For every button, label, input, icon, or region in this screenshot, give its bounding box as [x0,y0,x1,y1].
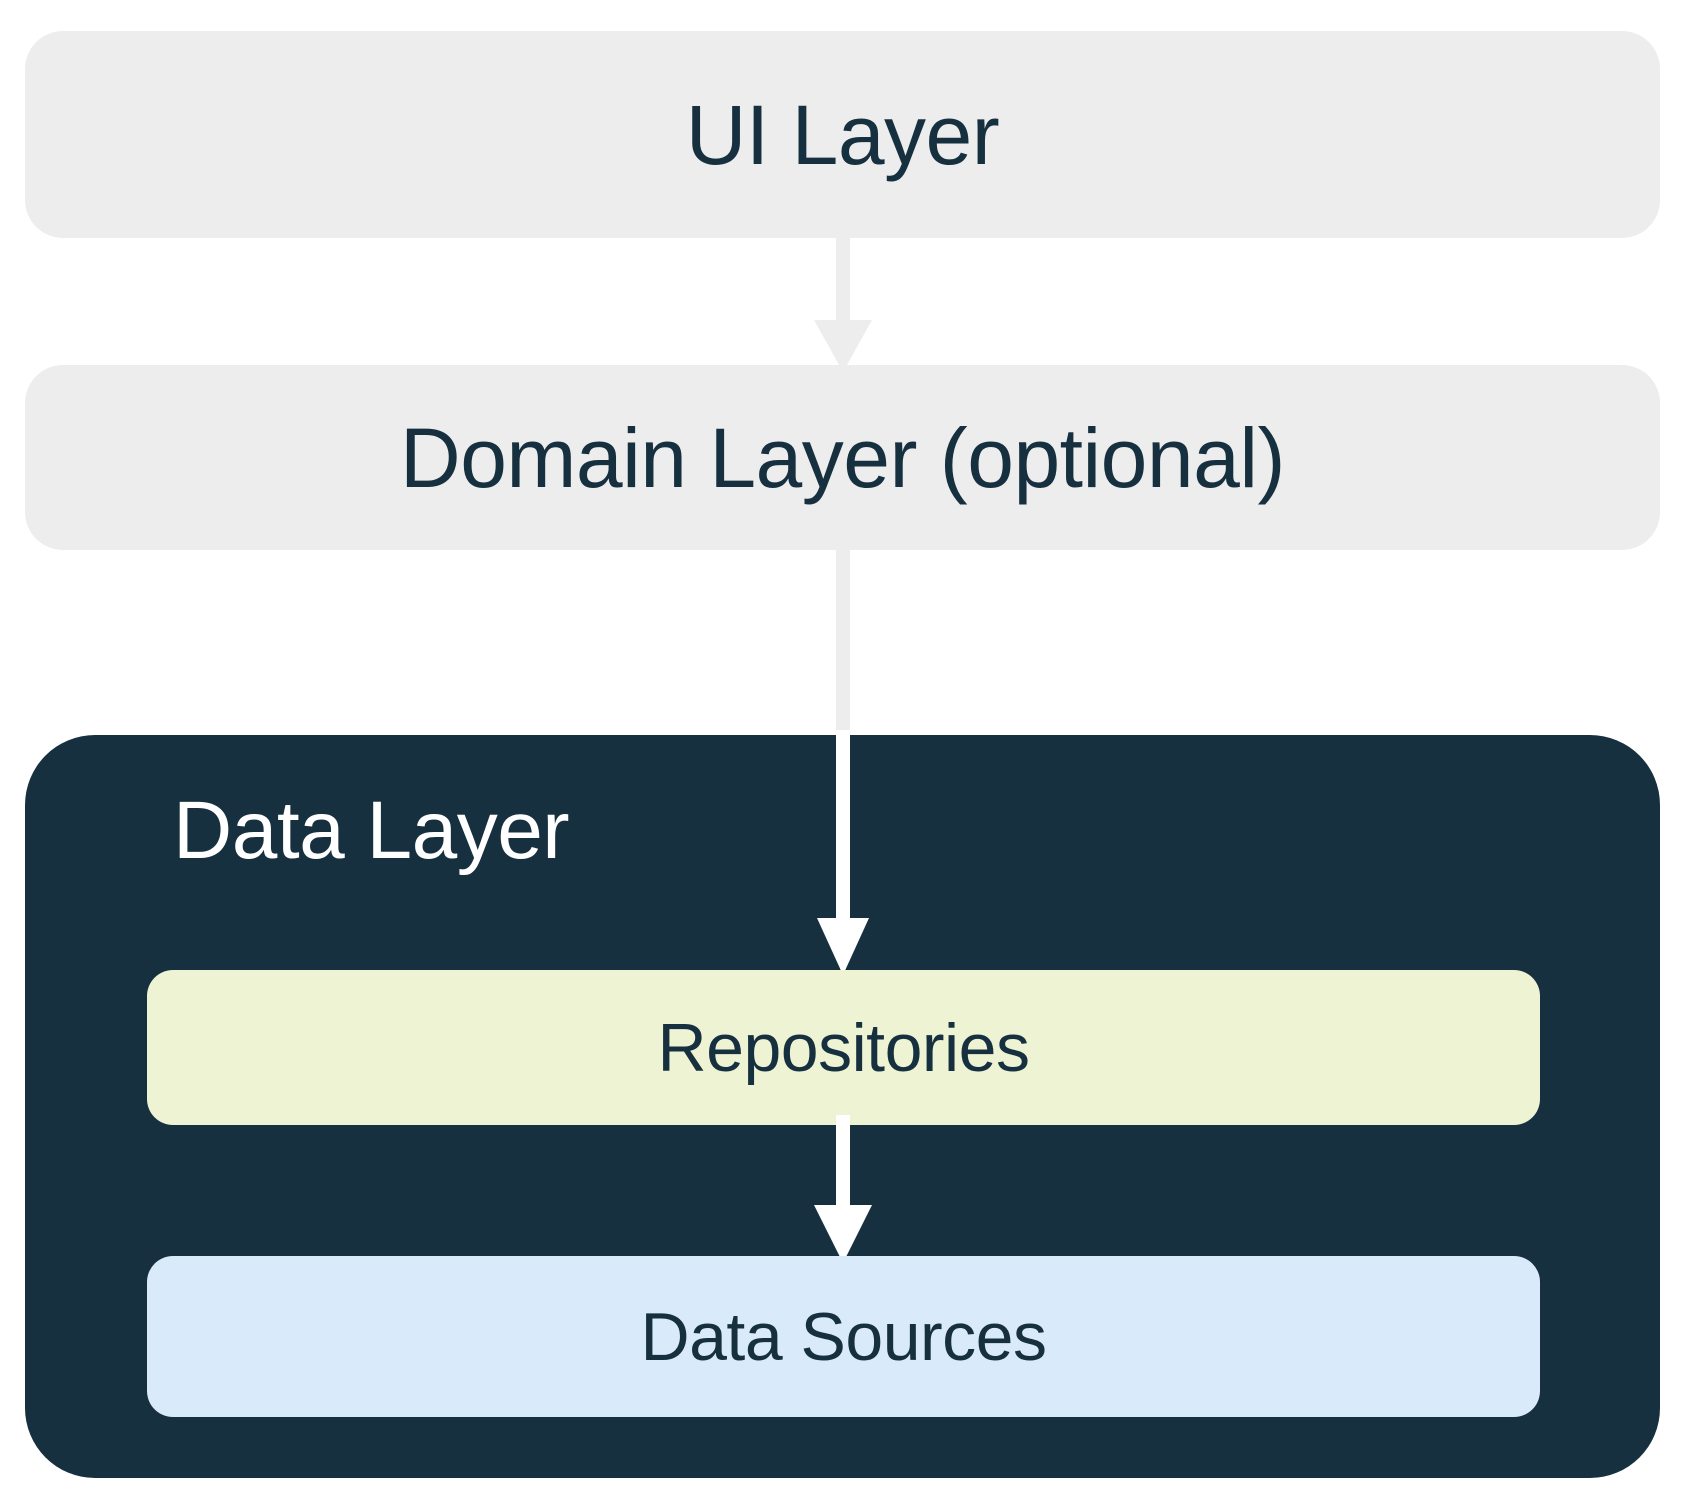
arrow-ui-to-domain-icon [814,232,872,372]
data-sources-label: Data Sources [640,1298,1047,1375]
arrow-domain-to-repositories-head-icon [817,730,869,975]
data-layer-box[interactable]: Data Layer Repositories Data Sources [25,730,1660,1478]
ui-layer-box[interactable]: UI Layer [25,31,1660,238]
ui-layer-label: UI Layer [685,87,1000,182]
repositories-label: Repositories [657,1009,1030,1086]
arrow-repositories-to-data-sources-icon [814,1115,872,1263]
data-sources-box[interactable]: Data Sources [147,1256,1540,1417]
domain-layer-label: Domain Layer (optional) [400,410,1285,505]
domain-layer-box[interactable]: Domain Layer (optional) [25,365,1660,550]
data-layer-label: Data Layer [173,785,570,876]
repositories-box[interactable]: Repositories [147,970,1540,1125]
arrow-domain-to-repositories-shaft-icon [836,545,850,745]
